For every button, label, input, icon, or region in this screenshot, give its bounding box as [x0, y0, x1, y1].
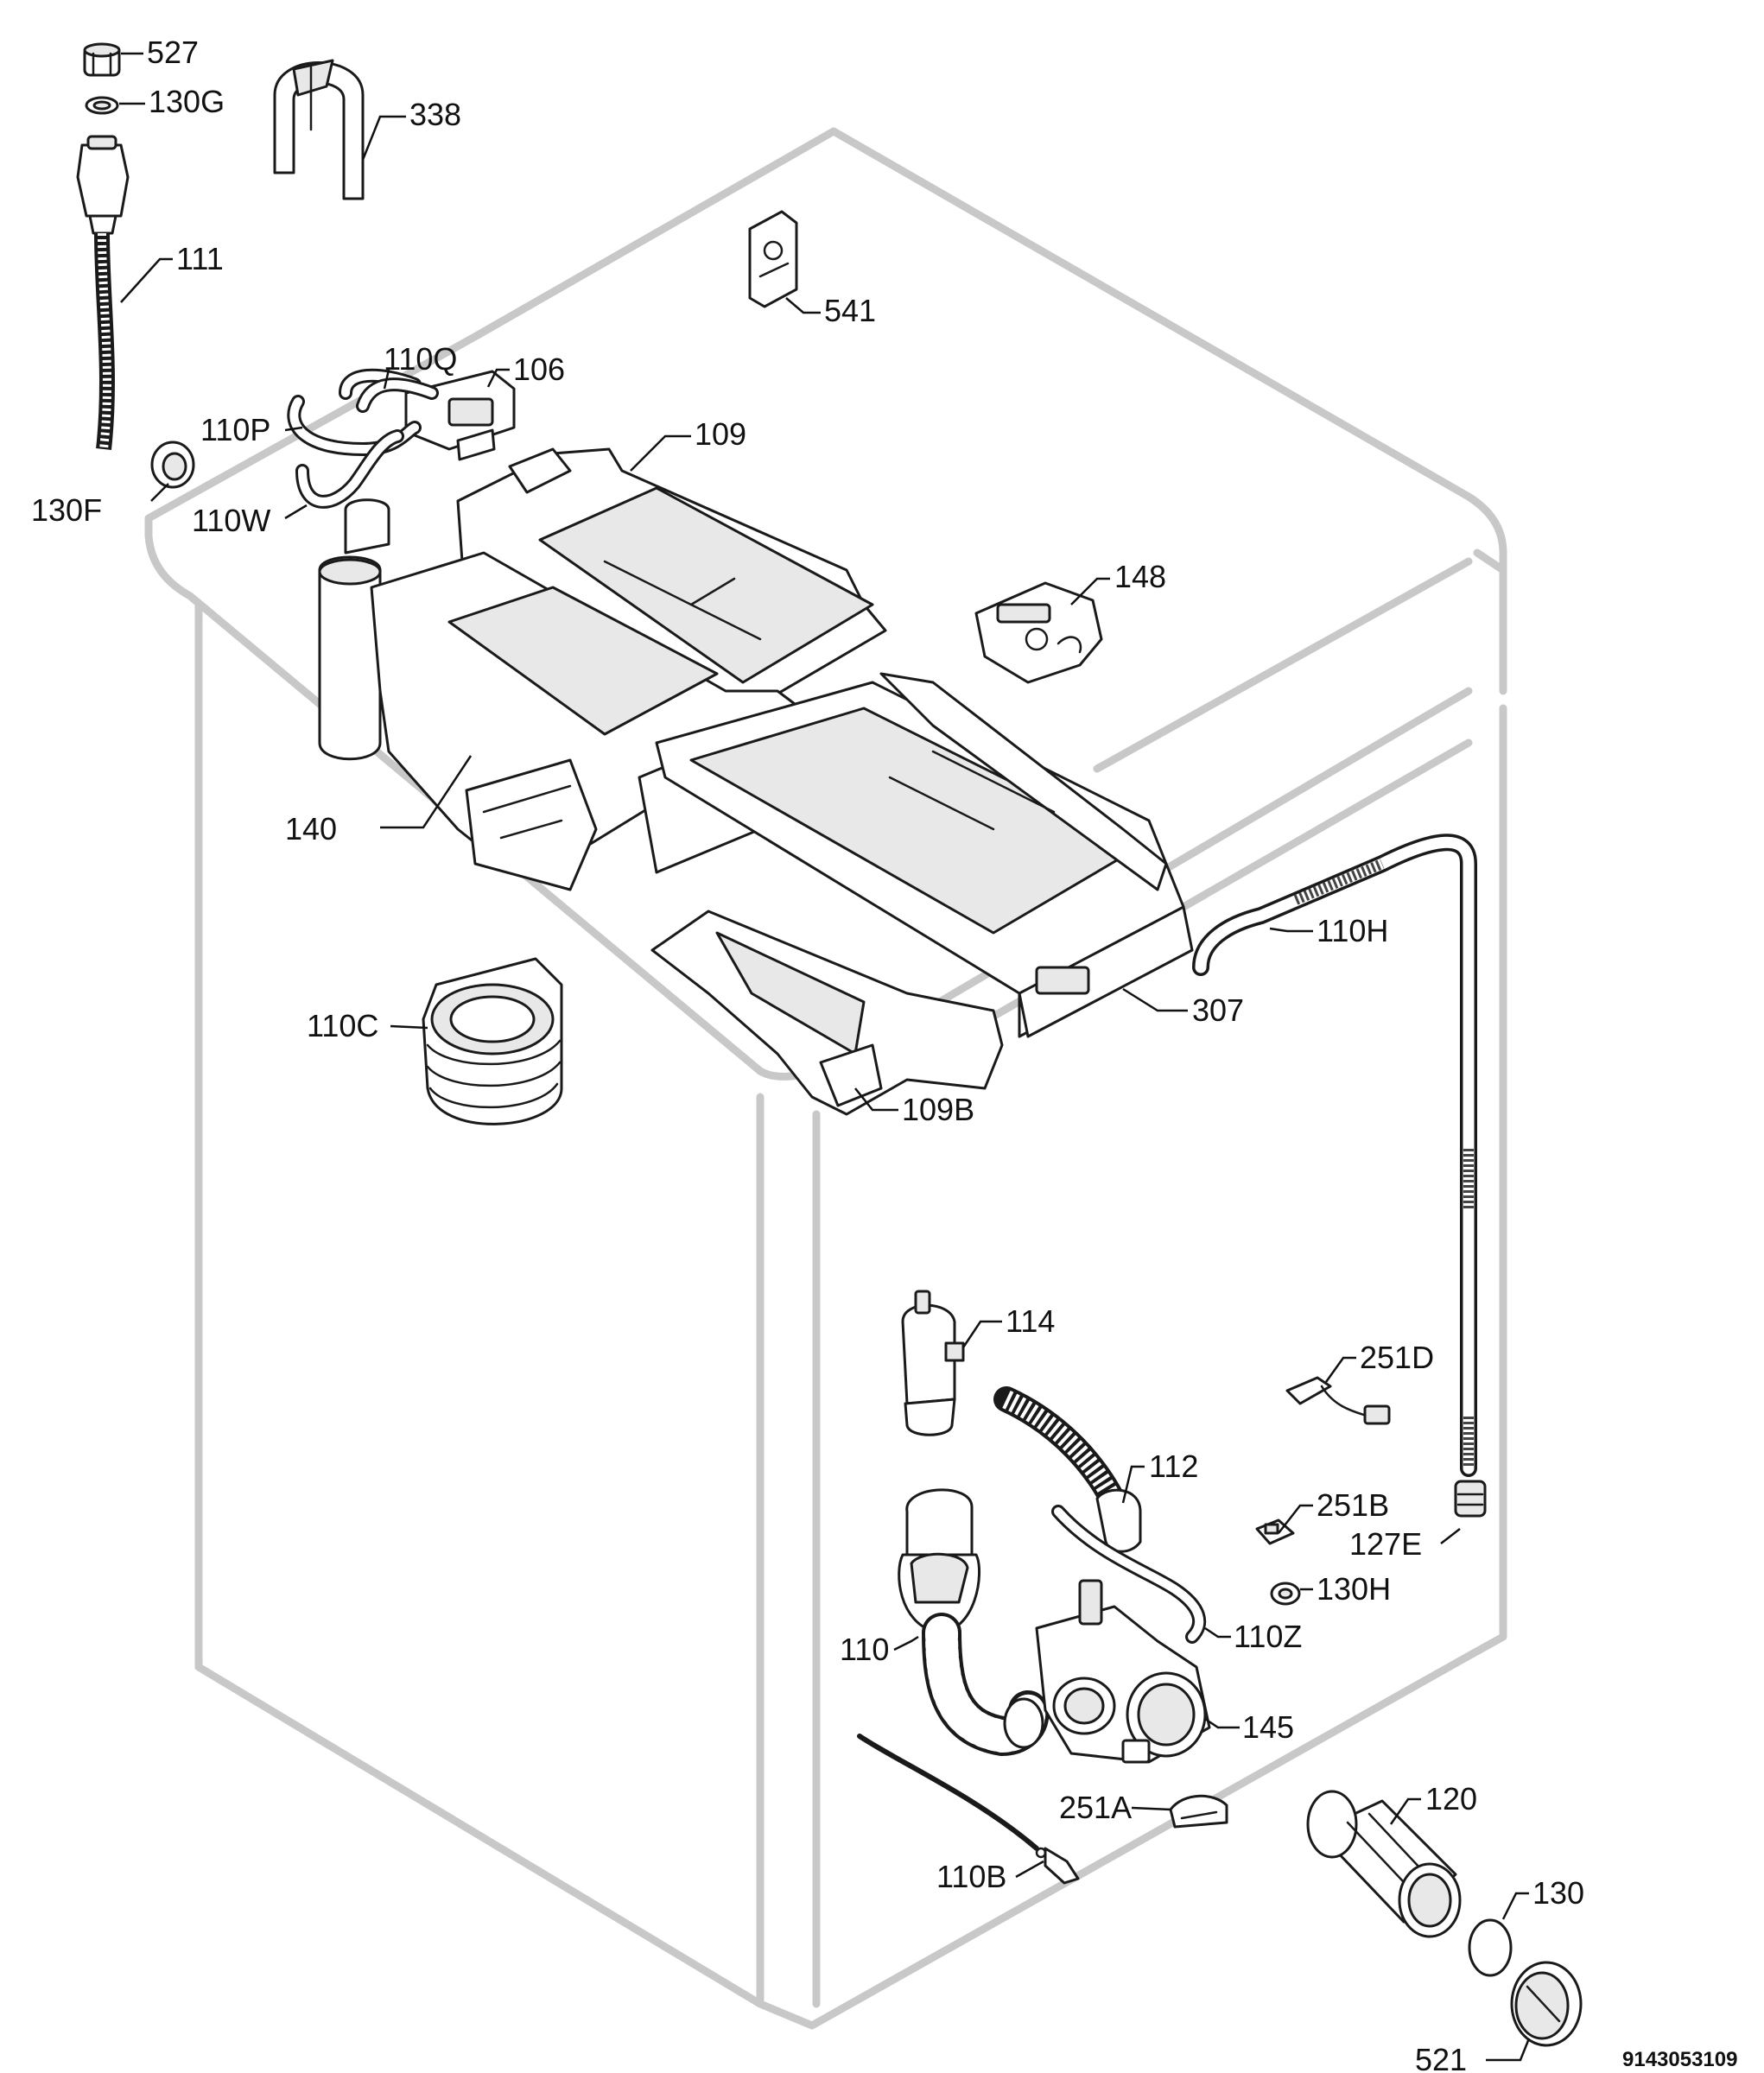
- part-130F-ring-nut: [150, 441, 195, 489]
- part-110C-bellows: [422, 957, 563, 1125]
- label-111: 111: [176, 241, 224, 276]
- label-145: 145: [1242, 1709, 1294, 1745]
- label-110B: 110B: [936, 1859, 1006, 1894]
- part-111-inlet-hose: [76, 135, 130, 450]
- part-110Z-hose: [1051, 1505, 1207, 1644]
- part-130G-washer: [85, 96, 119, 115]
- label-106: 106: [513, 352, 565, 387]
- part-521-filter-cap: [1510, 1961, 1583, 2047]
- part-338-hose-guide: [273, 59, 365, 200]
- part-127E-hose-end: [1454, 1480, 1487, 1518]
- label-251B: 251B: [1317, 1487, 1389, 1523]
- label-127E: 127E: [1349, 1526, 1422, 1562]
- label-109B: 109B: [902, 1092, 974, 1127]
- part-110W-hose: [295, 429, 404, 509]
- label-110Q: 110Q: [384, 341, 457, 377]
- part-251B-clip: [1255, 1518, 1295, 1545]
- label-251D: 251D: [1360, 1340, 1434, 1375]
- part-120-filter: [1306, 1790, 1462, 1938]
- part-110B-wire: [857, 1734, 1080, 1885]
- label-109: 109: [695, 416, 746, 452]
- label-307: 307: [1192, 992, 1244, 1028]
- label-130F: 130F: [31, 492, 102, 528]
- part-110-sump-hose: [898, 1488, 1050, 1757]
- label-110H: 110H: [1317, 913, 1388, 948]
- label-130G: 130G: [149, 84, 225, 119]
- label-112: 112: [1149, 1449, 1198, 1484]
- part-145-pump-housing: [1035, 1579, 1211, 1764]
- part-251A-clip: [1169, 1794, 1228, 1829]
- part-251D-wire-clip: [1285, 1376, 1391, 1425]
- label-120: 120: [1425, 1781, 1477, 1816]
- part-130H-grommet: [1270, 1582, 1301, 1606]
- label-140: 140: [285, 811, 337, 846]
- callout-labels: 527 130G 338 111 541 110Q 106 110P 109 1…: [31, 35, 1737, 2073]
- part-110H-drain-hose: [1192, 834, 1477, 1477]
- label-110Z: 110Z: [1234, 1619, 1302, 1654]
- label-541: 541: [824, 293, 876, 328]
- part-114-pressure-chamber: [901, 1290, 965, 1436]
- label-338: 338: [409, 97, 461, 132]
- part-110Q-hose: [339, 368, 439, 413]
- label-114: 114: [1006, 1303, 1055, 1339]
- label-110C: 110C: [307, 1008, 378, 1043]
- label-130: 130: [1532, 1875, 1584, 1911]
- part-130-o-ring: [1468, 1918, 1513, 1977]
- part-527-cap-nut: [83, 42, 121, 77]
- label-527: 527: [147, 35, 199, 70]
- document-number: 9143053109: [1622, 2048, 1737, 2071]
- label-130H: 130H: [1317, 1571, 1391, 1607]
- label-110P: 110P: [200, 412, 270, 447]
- label-110: 110: [840, 1632, 889, 1667]
- part-110P-hose: [287, 395, 422, 456]
- part-109B-drawer-front: [650, 910, 1004, 1116]
- label-110W: 110W: [192, 503, 270, 538]
- part-541-bracket: [748, 210, 798, 308]
- label-521: 521: [1415, 2042, 1467, 2073]
- label-148: 148: [1114, 559, 1166, 594]
- leader-lines: [119, 52, 1531, 2062]
- part-148-drawer-handle: [974, 581, 1103, 684]
- part-307-drawer-frame: [655, 672, 1194, 1038]
- label-251A: 251A: [1059, 1790, 1132, 1825]
